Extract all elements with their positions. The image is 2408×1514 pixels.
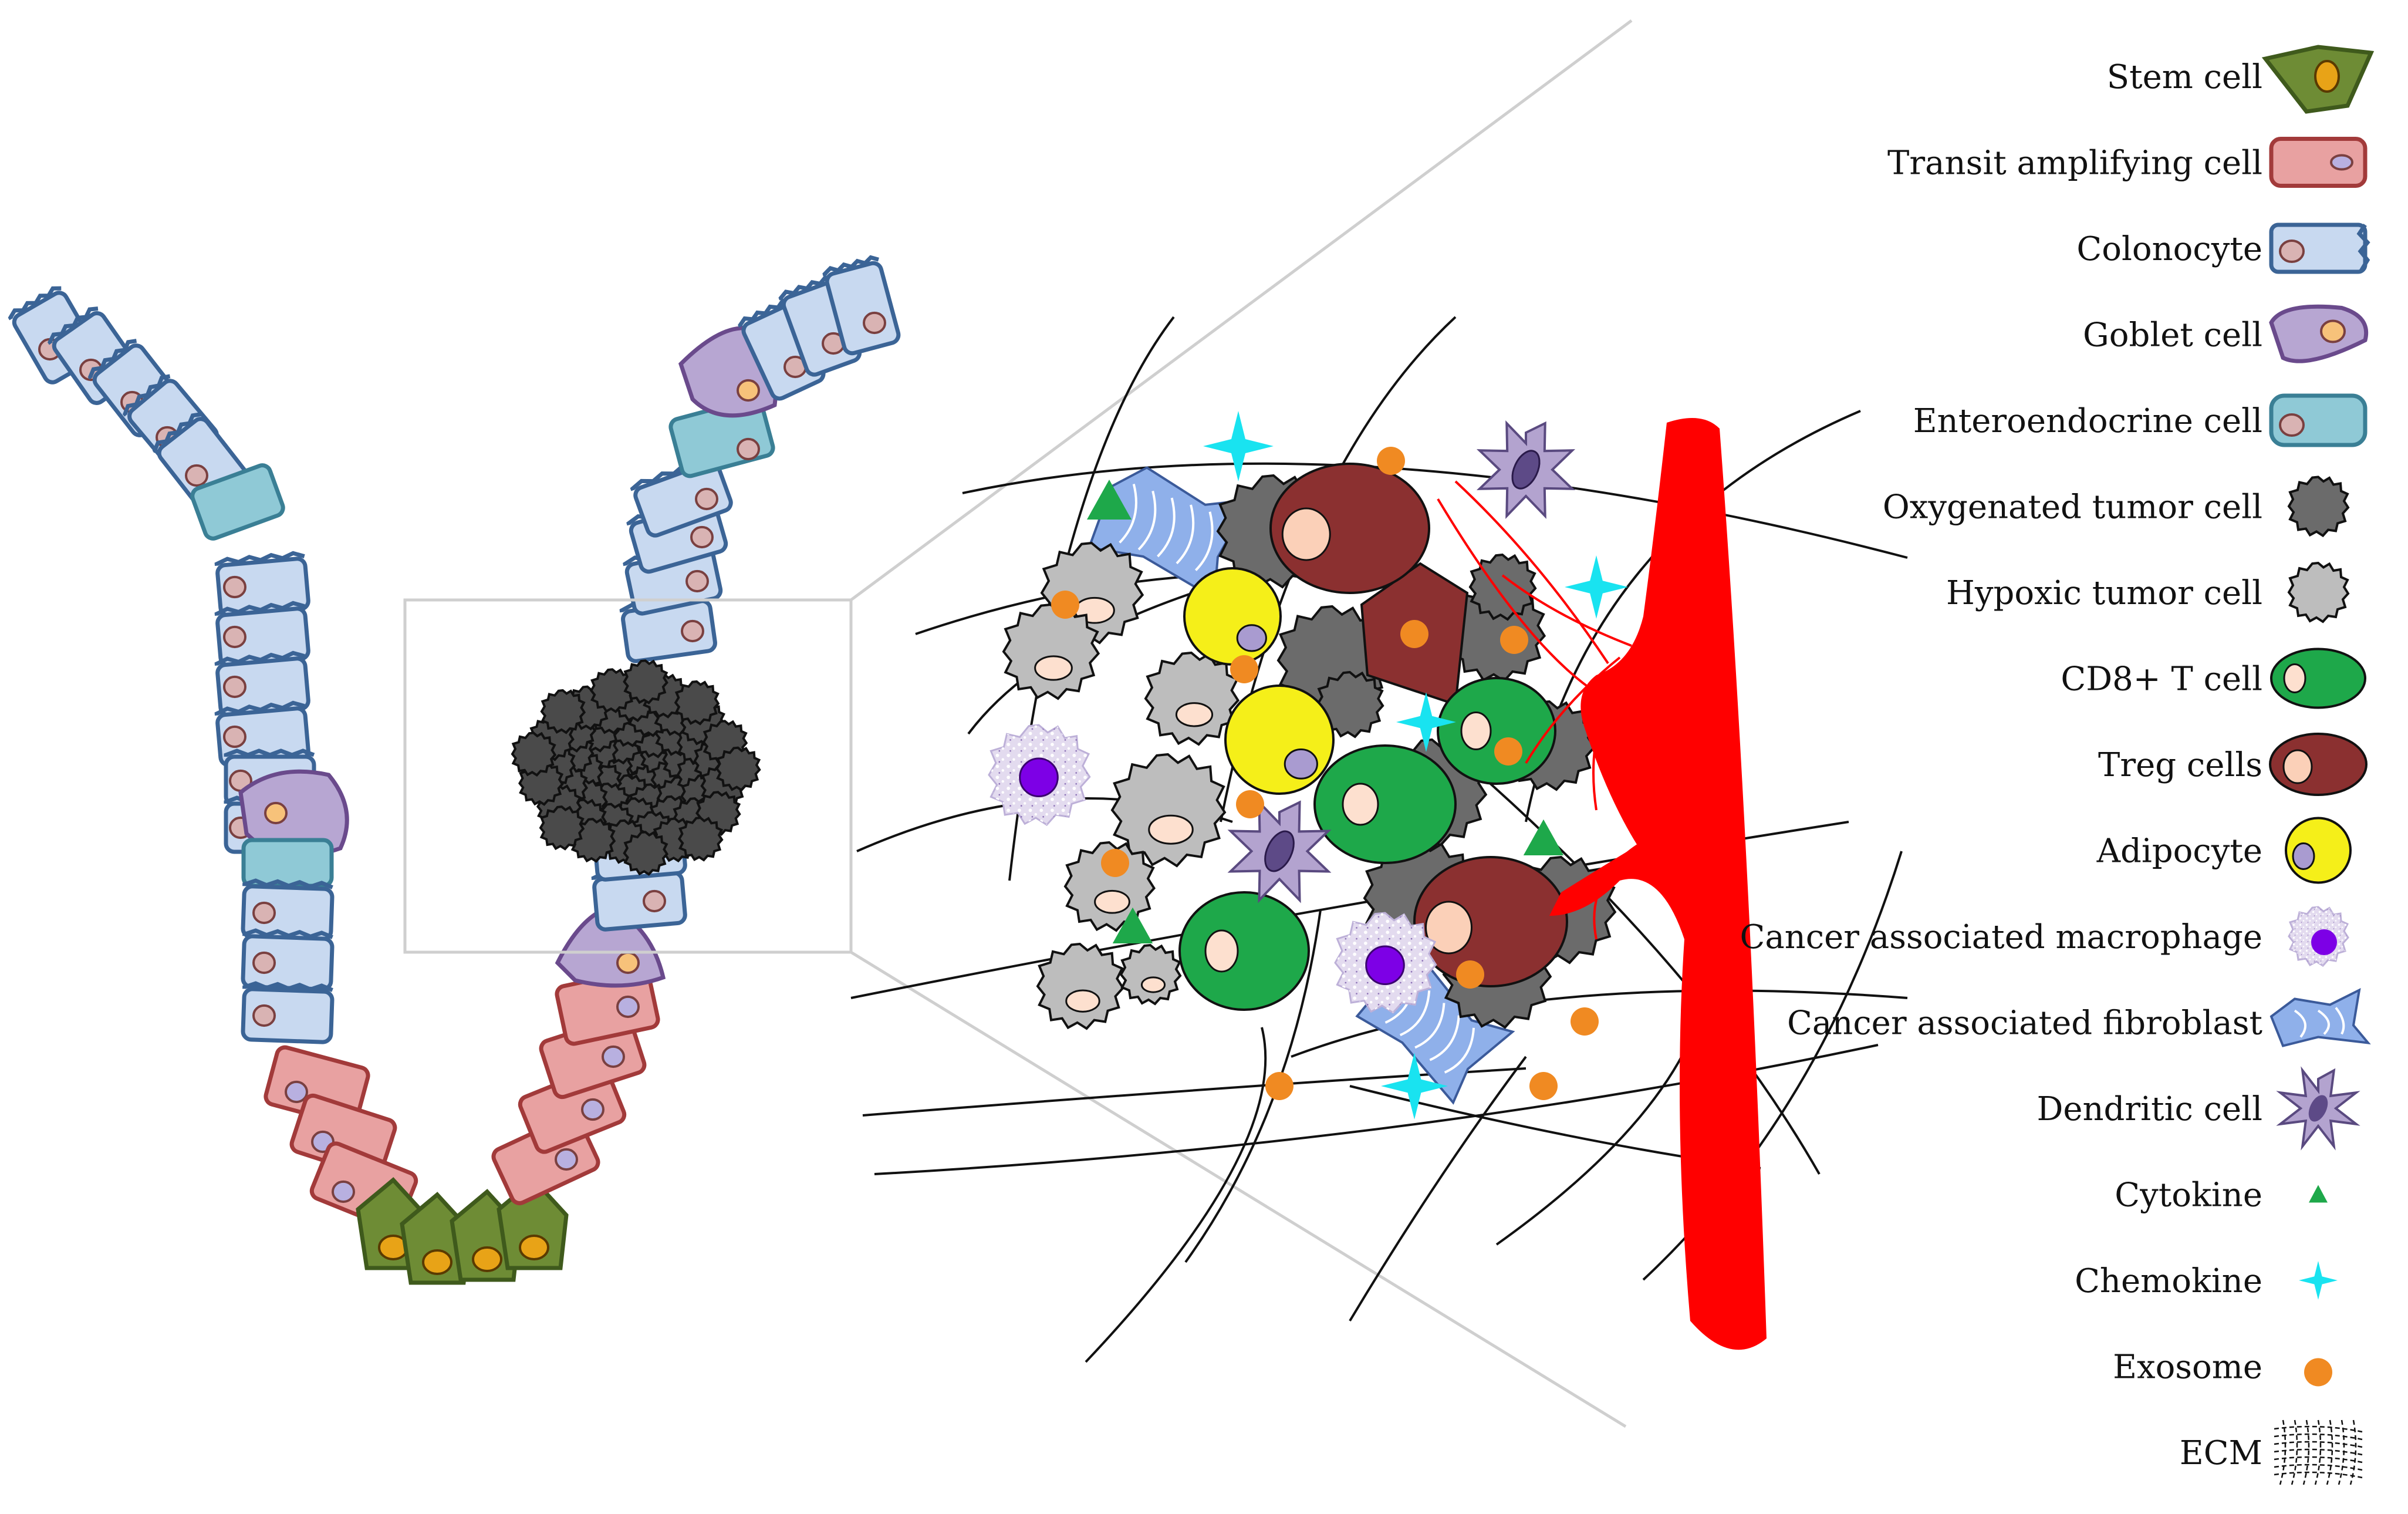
- legend-label-cd8-t-cell: CD8+ T cell: [2061, 660, 2262, 699]
- fibroblast-icon: [2269, 987, 2371, 1047]
- ecm-fiber: [1466, 762, 1821, 1175]
- legend-label-fibroblast: Cancer associated fibroblast: [1787, 1004, 2262, 1043]
- ecm-fiber: [1184, 909, 1322, 1263]
- ecm-mesh-icon: [2274, 1419, 2363, 1485]
- colonocyte-icon: [2269, 222, 2370, 274]
- treg-cell: [1269, 463, 1430, 594]
- exosome: [1236, 790, 1264, 818]
- enteroendocrine-cell-icon: [2269, 393, 2368, 447]
- exosome: [1494, 737, 1522, 766]
- blood-vessel-trunk: [1549, 418, 1767, 1350]
- cytokine-triangle-icon: [2309, 1185, 2328, 1203]
- crypt-tumor-cluster: [511, 659, 761, 876]
- cd8-t-cell: [1178, 891, 1310, 1011]
- zoom-indicator: [403, 19, 1633, 1428]
- chemokine: [1565, 555, 1628, 619]
- oxygenated-tumor-cell-icon: [2288, 476, 2349, 537]
- legend-label-colonocyte: Colonocyte: [2076, 230, 2262, 268]
- exosome: [1377, 447, 1405, 475]
- cancer-associated-macrophage: [1334, 912, 1437, 1014]
- legend-label-goblet-cell: Goblet cell: [2083, 316, 2262, 355]
- legend-label-dendritic-cell: Dendritic cell: [2037, 1090, 2262, 1128]
- exosome-dot-icon: [2304, 1358, 2332, 1387]
- legend-label-cytokine: Cytokine: [2115, 1176, 2262, 1215]
- exosome: [1456, 960, 1484, 989]
- legend-label-stem-cell: Stem cell: [2107, 58, 2262, 96]
- capillary: [1437, 498, 1598, 694]
- ecm-fiber: [862, 1067, 1526, 1117]
- transit-amplifying-cell-icon: [2269, 137, 2368, 188]
- ecm-fiber: [1291, 989, 1908, 1058]
- adipocyte: [1183, 567, 1282, 666]
- hypoxic-tumor-cell: [1146, 653, 1238, 744]
- treg-cell: [1413, 856, 1568, 987]
- ecm-fiber: [1085, 1027, 1267, 1363]
- legend-label-hypoxic-tumor-cell: Hypoxic tumor cell: [1946, 574, 2262, 612]
- exosome: [1101, 849, 1129, 877]
- enteroendocrine-cell: [190, 463, 285, 541]
- legend-label-treg-cells: Treg cells: [2098, 746, 2262, 784]
- treg-cell-icon: [2269, 733, 2368, 796]
- dendritic-cell: [1227, 799, 1332, 903]
- legend-label-ecm: ECM: [2180, 1434, 2262, 1472]
- crypt-tumor-cell: [715, 746, 761, 791]
- colonocyte-cell: [241, 878, 335, 942]
- legend-label-transit-amplifying-cell: Transit amplifying cell: [1887, 144, 2262, 183]
- capillary: [1592, 669, 1621, 811]
- cancer-associated-macrophage: [988, 724, 1091, 826]
- cd8-t-cell: [1313, 744, 1457, 864]
- colonocyte-cell: [241, 981, 335, 1044]
- capillary: [1593, 844, 1639, 940]
- hypoxic-tumor-cell: [1120, 944, 1181, 1005]
- hypoxic-tumor-cell-icon: [2288, 562, 2349, 623]
- cd8-t-cell: [1437, 677, 1556, 785]
- cytokine: [1087, 480, 1132, 520]
- ecm-fiber: [1349, 1056, 1527, 1322]
- capillary: [1454, 480, 1609, 665]
- adipocyte-icon: [2285, 817, 2352, 884]
- cd8-t-cell-icon: [2270, 648, 2366, 709]
- adipocyte: [1224, 684, 1335, 795]
- legend-label-exosome: Exosome: [2113, 1348, 2262, 1387]
- exosome: [1230, 655, 1258, 683]
- crypt-tumor-cell: [678, 817, 724, 862]
- exosome: [1529, 1072, 1558, 1100]
- exosome: [1051, 591, 1079, 619]
- legend-label-adipocyte: Adipocyte: [2096, 832, 2262, 871]
- legend-label-chemokine: Chemokine: [2075, 1262, 2262, 1300]
- stem-cell-icon: [2261, 45, 2375, 114]
- chemokine: [1203, 411, 1274, 481]
- blood-vessel: [1437, 418, 1767, 1350]
- capillary: [1501, 574, 1632, 647]
- macrophage-icon: [2288, 906, 2349, 967]
- chemokine-star-icon: [2299, 1261, 2338, 1300]
- cytokine: [1112, 907, 1153, 943]
- legend-label-enteroendocrine-cell: Enteroendocrine cell: [1913, 402, 2262, 440]
- hypoxic-tumor-cell: [1038, 944, 1123, 1029]
- exosome: [1265, 1072, 1294, 1100]
- cytokine: [1523, 819, 1564, 855]
- tumor-microenvironment: [988, 411, 1628, 1120]
- legend-label-macrophage: Cancer associated macrophage: [1740, 918, 2262, 956]
- capillary: [1525, 656, 1621, 764]
- legend-icons: [2261, 45, 2375, 1485]
- exosome: [1400, 620, 1428, 648]
- colon-crypt: [8, 255, 901, 1285]
- dendritic-cell: [1476, 420, 1576, 520]
- hypoxic-tumor-cell: [1004, 605, 1099, 699]
- dendritic-cell-icon: [2276, 1066, 2360, 1151]
- colonocyte-cell: [214, 551, 310, 618]
- legend-label-oxygenated-tumor-cell: Oxygenated tumor cell: [1883, 488, 2262, 527]
- exosome: [1500, 626, 1528, 654]
- goblet-cell-icon: [2269, 304, 2369, 363]
- exosome: [1571, 1007, 1599, 1036]
